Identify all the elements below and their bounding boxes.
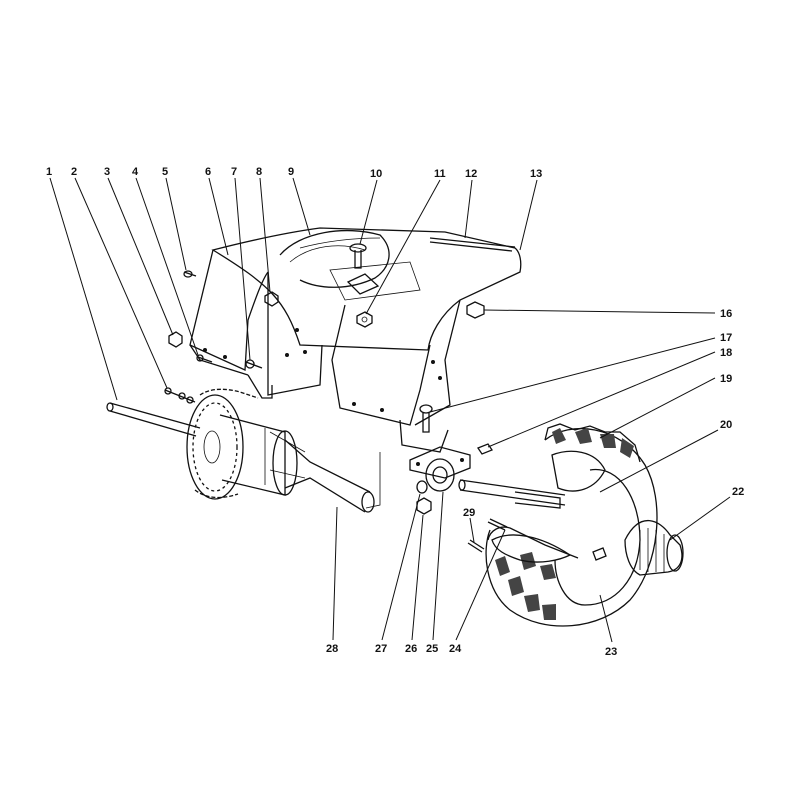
tire-cutaway — [485, 423, 658, 627]
leader-1 — [49, 177, 118, 401]
bolt-17 — [419, 404, 433, 433]
fastener-5 — [183, 270, 197, 278]
axle-shaft-1 — [106, 402, 201, 437]
leader-19 — [599, 377, 716, 439]
leader-20 — [599, 429, 719, 493]
callout-3: 3 — [104, 166, 110, 178]
leader-4 — [135, 177, 199, 356]
fastener-4 — [196, 354, 213, 363]
fastener-7 — [245, 359, 263, 369]
leader-12 — [464, 179, 473, 239]
leader-11 — [365, 179, 441, 315]
callout-16: 16 — [720, 308, 732, 320]
callout-4: 4 — [132, 166, 139, 178]
leader-5 — [165, 177, 187, 271]
fastener-8 — [264, 291, 279, 307]
drive-chain — [194, 388, 259, 499]
callout-1: 1 — [46, 166, 52, 178]
callout-10: 10 — [370, 168, 382, 180]
leader-18 — [487, 351, 716, 448]
callout-17: 17 — [720, 332, 732, 344]
callout-20: 20 — [720, 419, 732, 431]
bracket-outline — [365, 452, 381, 509]
callout-6: 6 — [205, 166, 211, 178]
rod-12 — [429, 237, 516, 252]
callout-22: 22 — [732, 486, 744, 498]
center-nut — [356, 311, 373, 328]
callout-9: 9 — [288, 166, 294, 178]
leader-29 — [469, 517, 475, 543]
leader-27 — [381, 493, 421, 641]
leader-8 — [259, 177, 271, 293]
hub-cap-22 — [624, 519, 684, 576]
callout-11: 11 — [434, 168, 446, 180]
callout-29: 29 — [463, 507, 475, 519]
callout-27: 27 — [375, 643, 387, 655]
fender-housing — [189, 227, 522, 453]
leader-7 — [234, 177, 251, 361]
leader-9 — [292, 177, 311, 236]
callout-23: 23 — [605, 646, 617, 658]
fastener-2 — [164, 387, 196, 404]
washer-27 — [416, 480, 428, 494]
callout-26: 26 — [405, 643, 417, 655]
leader-16 — [483, 309, 716, 314]
callout-7: 7 — [231, 166, 237, 178]
leader-25 — [432, 491, 444, 641]
sprocket — [186, 394, 244, 500]
leader-24 — [455, 529, 506, 641]
leader-lines — [49, 177, 731, 643]
leader-6 — [208, 177, 229, 256]
wheel-axle-24 — [458, 479, 566, 509]
leader-28 — [332, 506, 338, 641]
callout-5: 5 — [162, 166, 168, 178]
callout-18: 18 — [720, 347, 732, 359]
callout-19: 19 — [720, 373, 732, 385]
leader-3 — [107, 177, 174, 336]
nut-26 — [416, 497, 432, 515]
hub-28 — [219, 414, 375, 513]
callout-28: 28 — [326, 643, 338, 655]
pillow-block-25 — [409, 446, 471, 492]
pin-29 — [467, 518, 508, 553]
nut-16 — [466, 301, 485, 319]
leader-23 — [599, 594, 613, 643]
fitting-18-19 — [477, 443, 493, 455]
callout-25: 25 — [426, 643, 438, 655]
leader-26 — [411, 514, 424, 641]
leader-2 — [74, 177, 168, 389]
callout-8: 8 — [256, 166, 262, 178]
center-bolt — [346, 243, 380, 295]
leader-10 — [359, 179, 378, 245]
callout-labels: 1 2 3 4 5 6 7 8 9 10 11 12 13 16 17 18 1… — [46, 166, 744, 658]
leader-13 — [519, 179, 538, 251]
callout-2: 2 — [71, 166, 77, 178]
shield-curl — [279, 229, 390, 288]
leader-22 — [669, 496, 731, 541]
callout-24: 24 — [449, 643, 462, 655]
callout-12: 12 — [465, 168, 477, 180]
callout-13: 13 — [530, 168, 542, 180]
fastener-3 — [168, 331, 183, 348]
leader-17 — [429, 337, 716, 413]
